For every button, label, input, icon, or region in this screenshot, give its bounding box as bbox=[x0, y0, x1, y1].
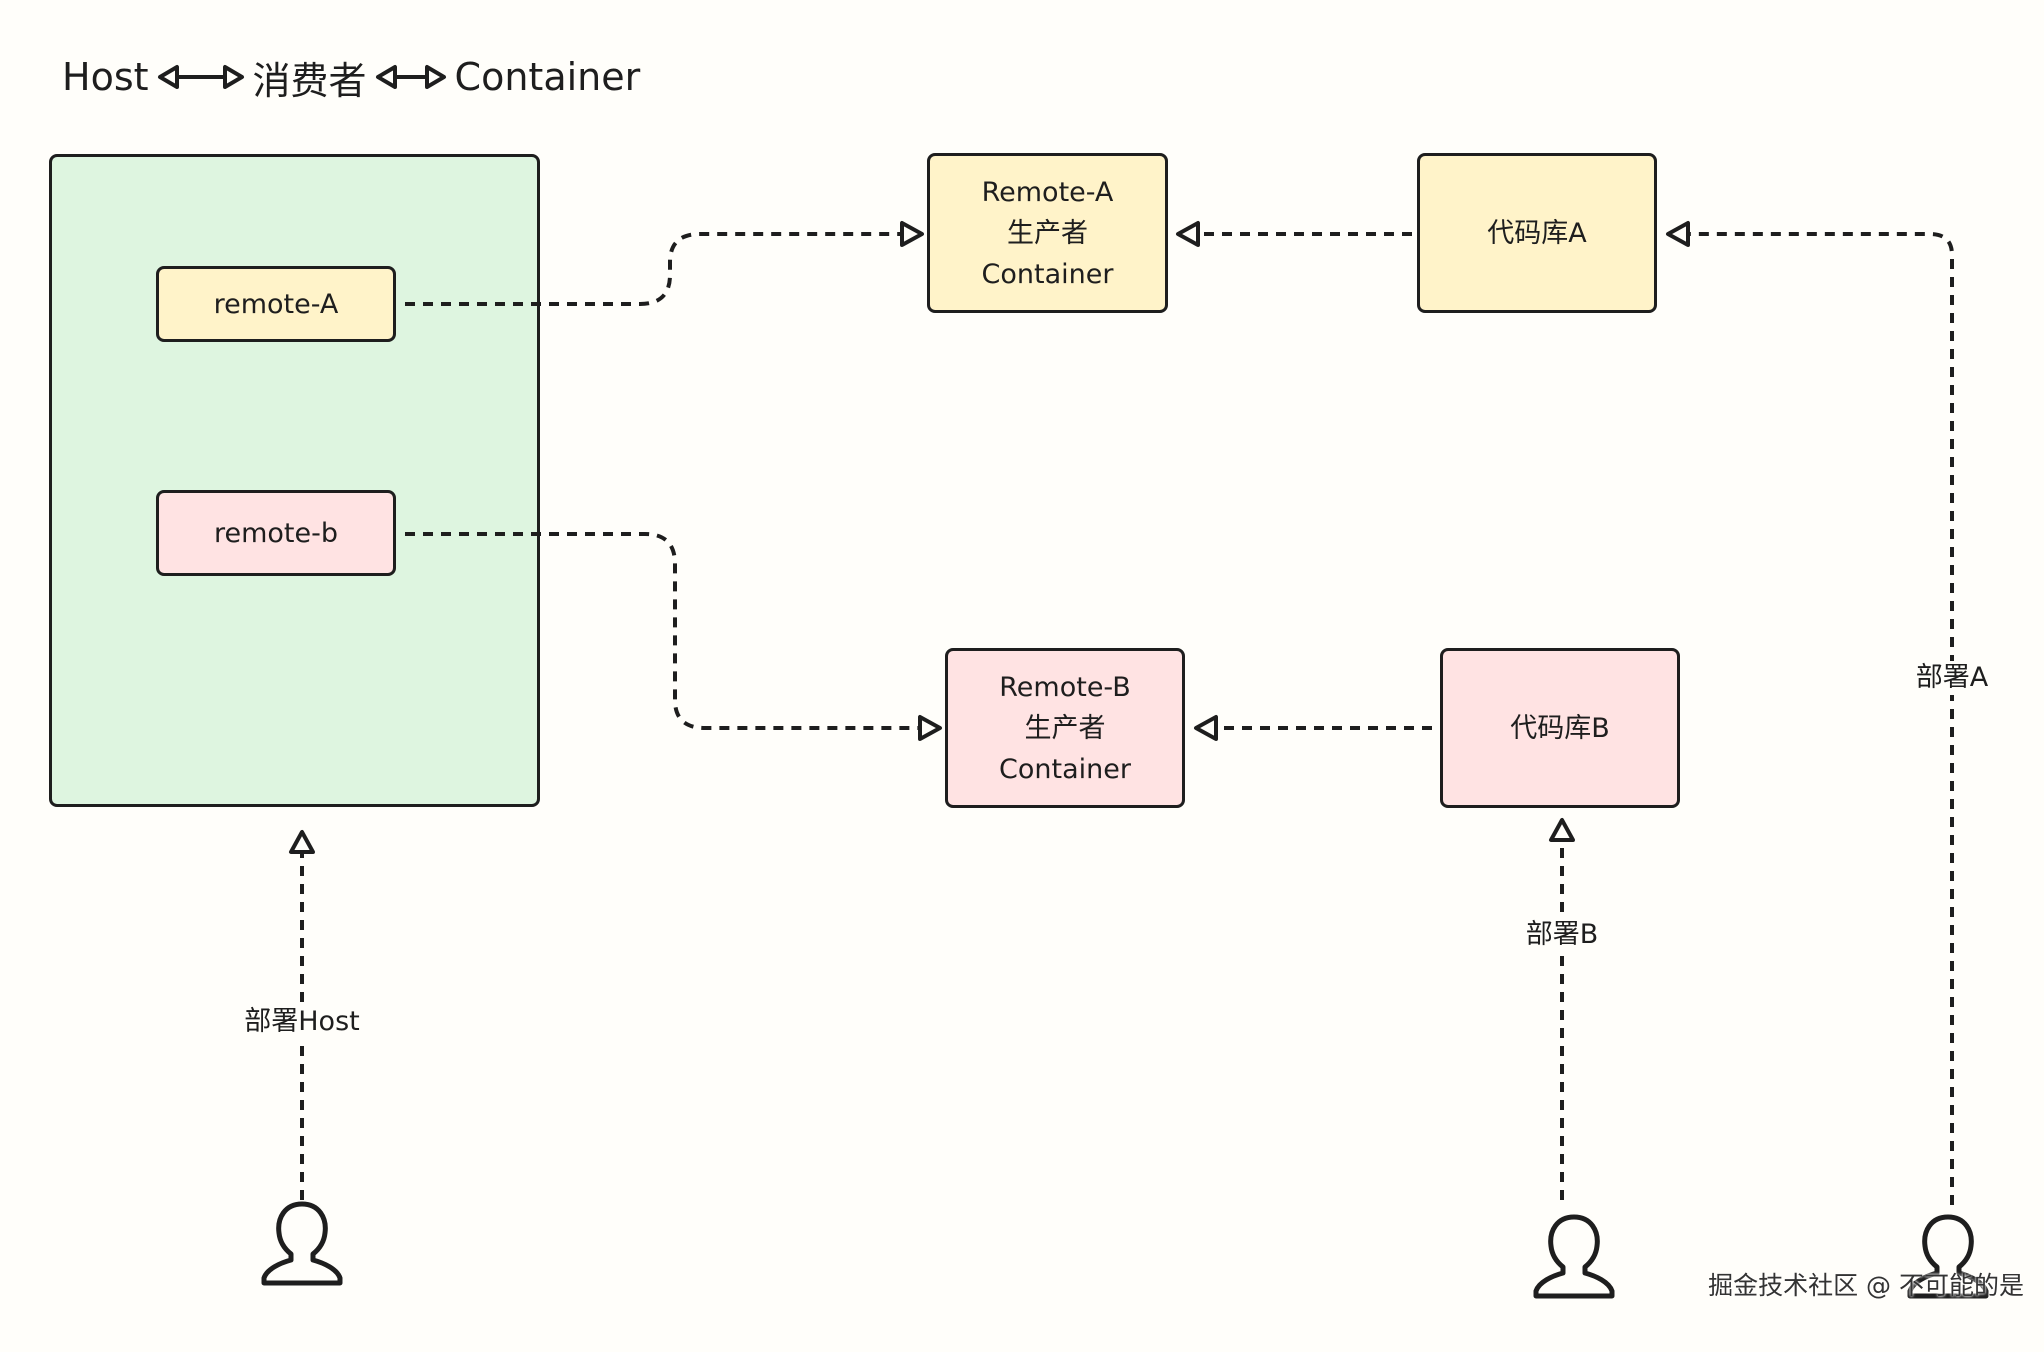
arrowhead-container-b-right bbox=[1194, 715, 1218, 741]
remote-b-container-box: Remote-B 生产者 Container bbox=[945, 648, 1185, 808]
legend-host: Host bbox=[62, 55, 149, 99]
person-icon bbox=[1532, 1213, 1616, 1301]
remote-a-container-box: Remote-A 生产者 Container bbox=[927, 153, 1168, 313]
bidirectional-arrow-icon bbox=[157, 62, 245, 92]
watermark: 掘金技术社区 @ 不可能的是 bbox=[1708, 1271, 2024, 1300]
remote-b-ref-box: remote-b bbox=[156, 490, 396, 576]
legend-container: Container bbox=[454, 55, 641, 99]
deploy-host-label: 部署Host bbox=[240, 1005, 364, 1039]
remote-a-container-role: 生产者 bbox=[1006, 217, 1088, 249]
arrowhead-container-a-right bbox=[1176, 221, 1200, 247]
person-icon bbox=[1906, 1213, 1990, 1301]
arrowhead-host bbox=[289, 830, 315, 854]
diagram-legend-title: Host 消费者 Container bbox=[62, 52, 641, 103]
remote-a-container-type: Container bbox=[981, 258, 1114, 290]
deploy-a-label: 部署A bbox=[1911, 661, 1993, 695]
deploy-b-label: 部署B bbox=[1521, 918, 1603, 952]
edge-deploy-a bbox=[1690, 232, 1954, 1205]
repo-a-box: 代码库A bbox=[1417, 153, 1657, 313]
remote-b-container-role: 生产者 bbox=[1024, 712, 1106, 744]
remote-a-container-name: Remote-A bbox=[981, 176, 1114, 208]
repo-b-label: 代码库B bbox=[1510, 712, 1610, 744]
arrowhead-repo-b bbox=[1549, 818, 1575, 842]
remote-a-ref-label: remote-A bbox=[213, 288, 339, 320]
edge-remote-b-ref-to-container bbox=[405, 532, 922, 730]
remote-b-container-name: Remote-B bbox=[999, 671, 1131, 703]
repo-b-box: 代码库B bbox=[1440, 648, 1680, 808]
bidirectional-arrow-icon bbox=[375, 62, 447, 92]
arrowhead-repo-a bbox=[1666, 221, 1690, 247]
legend-consumer: 消费者 bbox=[252, 58, 367, 103]
remote-a-ref-box: remote-A bbox=[156, 266, 396, 342]
edge-remote-a-ref-to-container bbox=[405, 232, 905, 306]
repo-a-label: 代码库A bbox=[1487, 217, 1587, 249]
host-container-box bbox=[49, 154, 540, 807]
person-icon bbox=[260, 1200, 344, 1288]
arrowhead-container-b-left bbox=[918, 715, 942, 741]
remote-b-container-type: Container bbox=[999, 753, 1131, 785]
remote-b-ref-label: remote-b bbox=[213, 517, 339, 549]
arrowhead-container-a-left bbox=[900, 221, 924, 247]
